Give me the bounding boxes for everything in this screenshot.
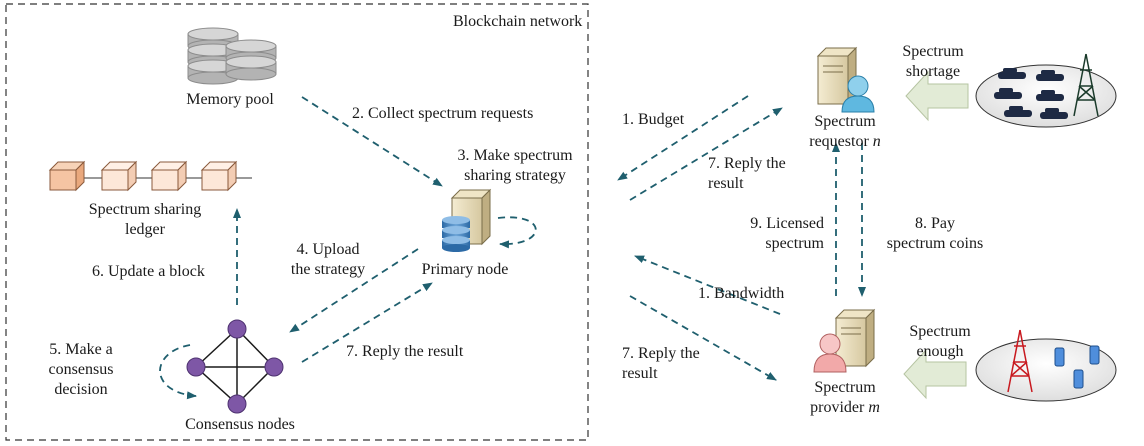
consensus-node-dots — [186, 319, 284, 414]
ledger-block — [100, 160, 138, 192]
arrow-reply-primary — [301, 282, 433, 363]
tower-icon — [1007, 329, 1033, 393]
arrow-consensus-loop — [159, 344, 197, 400]
enough-side-arrow — [903, 348, 967, 400]
arrow-upload-strategy — [289, 248, 419, 333]
primary-node-label: Primary node — [421, 261, 509, 278]
arrow-bandwidth — [634, 255, 781, 315]
provider-icon — [813, 308, 876, 373]
step-reply-nodes-label: 7. Reply the result — [346, 343, 464, 360]
provider-label: Spectrum provider m — [810, 379, 880, 416]
blockchain-network-title: Blockchain network — [453, 13, 583, 30]
phone-icon — [1089, 345, 1100, 365]
arrow-budget — [617, 95, 749, 181]
ledger-block — [150, 160, 188, 192]
vehicle-cluster — [975, 53, 1117, 128]
arrow-reply-requestor — [629, 107, 783, 201]
consensus-node — [227, 319, 247, 339]
step-bandwidth-label: 1. Bandwidth — [698, 285, 785, 302]
car-icon — [1036, 94, 1064, 101]
ledger-block — [200, 160, 238, 192]
consensus-network — [195, 328, 275, 405]
step-budget-label: 1. Budget — [622, 111, 685, 128]
step-collect-label: 2. Collect spectrum requests — [352, 105, 534, 122]
phone-icon — [1054, 347, 1065, 367]
car-icon — [1036, 74, 1064, 81]
phone-cluster — [975, 329, 1117, 402]
tower-icon — [1073, 53, 1099, 117]
memory-pool-label: Memory pool — [186, 91, 274, 108]
blockchain-network-boundary — [5, 3, 589, 441]
ledger-chain — [48, 160, 252, 192]
consensus-node — [264, 357, 284, 377]
primary-node-icon — [442, 188, 492, 252]
car-icon — [1004, 110, 1032, 117]
ledger-block — [48, 160, 86, 192]
arrow-collect-requests — [301, 96, 443, 187]
car-icon — [998, 72, 1026, 79]
phone-icon — [1073, 369, 1084, 389]
consensus-node — [227, 394, 247, 414]
memory-pool-icon — [187, 27, 277, 85]
step-update-label: 6. Update a block — [92, 263, 205, 280]
arrow-strategy-loop — [497, 216, 537, 249]
arrow-reply-provider — [629, 295, 777, 381]
consensus-node — [186, 357, 206, 377]
requestor-icon — [816, 46, 875, 113]
car-icon — [994, 92, 1022, 99]
shortage-side-arrow — [905, 70, 969, 122]
requestor-label: Spectrum requestor n — [809, 113, 881, 150]
consensus-nodes-label: Consensus nodes — [185, 416, 295, 433]
car-icon — [1040, 112, 1068, 119]
